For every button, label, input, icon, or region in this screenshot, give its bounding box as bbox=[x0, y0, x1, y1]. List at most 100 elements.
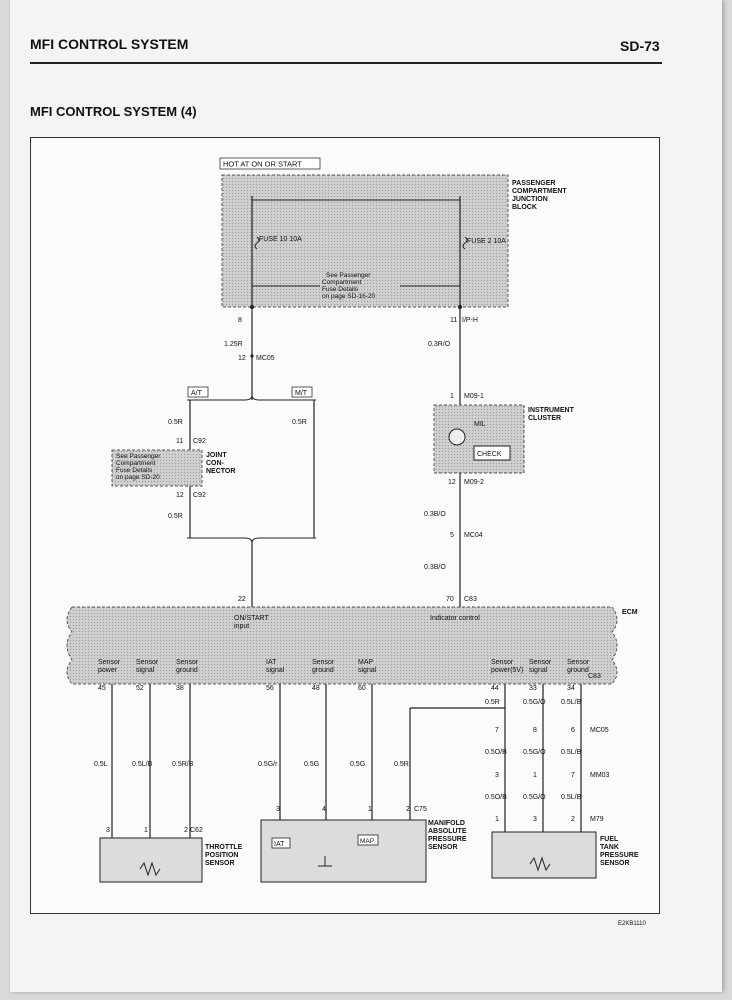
ecm-pin-label: MAP bbox=[358, 659, 374, 666]
conn-mc04: MC04 bbox=[464, 532, 483, 539]
tps-pin-number: 2 bbox=[184, 827, 188, 834]
joint-note-box bbox=[111, 449, 203, 487]
conn-m09-1: M09-1 bbox=[464, 393, 484, 400]
ftp-wire-label: 0.5G/O bbox=[523, 794, 546, 801]
ftp-pin-number: 8 bbox=[533, 727, 537, 734]
mil-lamp-icon bbox=[448, 428, 466, 446]
tps-sensor-box bbox=[99, 837, 203, 883]
ecm-pin-label: signal bbox=[266, 667, 285, 674]
map-wire-label: 0.5G/r bbox=[258, 761, 278, 768]
pin-mc05-left: 12 bbox=[238, 355, 246, 362]
map-pin-number: 3 bbox=[276, 806, 280, 813]
map-sensor-box bbox=[260, 819, 427, 883]
ftp-pin-number: 7 bbox=[571, 772, 575, 779]
wire-1-25r: 1.25R bbox=[224, 341, 243, 348]
conn-right-top: I/P-H bbox=[462, 317, 478, 324]
wire-0-3r-o: 0.3R/O bbox=[428, 341, 451, 348]
ftp-wire-label: 0.5G/O bbox=[523, 749, 546, 756]
fuse-right-label: FUSE 2 10A bbox=[467, 238, 506, 245]
map-wire-label: 0.5R bbox=[394, 761, 409, 768]
ecm-pin-number: 56 bbox=[266, 685, 274, 692]
conn-mc05-b: MC05 bbox=[590, 727, 609, 734]
diagram-title: MFI CONTROL SYSTEM (4) bbox=[30, 104, 197, 119]
ecm-pin-label: Sensor bbox=[491, 659, 514, 666]
ecm-pin-number: 33 bbox=[529, 685, 537, 692]
ecm-pin-label: power bbox=[98, 667, 118, 674]
pin-ecm-left: 22 bbox=[238, 596, 246, 603]
pin-c92-bot: 12 bbox=[176, 492, 184, 499]
conn-c83-b: C83 bbox=[588, 673, 601, 680]
ecm-pin-number: 48 bbox=[312, 685, 320, 692]
check-label: CHECK bbox=[477, 451, 502, 458]
ftp-pin-number: 1 bbox=[495, 816, 499, 823]
at-label: A/T bbox=[191, 390, 203, 397]
ftp-wire-label: 0.5L/B bbox=[561, 699, 582, 706]
ecm-pin-label: ground bbox=[312, 667, 334, 674]
instrument-cluster-box bbox=[433, 404, 525, 474]
ecm-pin-label: ground bbox=[176, 667, 198, 674]
ecm-pin-label: power(5V) bbox=[491, 667, 523, 674]
map-wire-label: 0.5G bbox=[350, 761, 365, 768]
indicator-control: Indicator control bbox=[430, 615, 480, 622]
conn-mc05-left: MC05 bbox=[256, 355, 275, 362]
conn-m09-2: M09-2 bbox=[464, 479, 484, 486]
conn-c75: C75 bbox=[414, 806, 427, 813]
ecm-pin-number: 44 bbox=[491, 685, 499, 692]
ftp-wire-label: 0.5R bbox=[485, 699, 500, 706]
conn-ecm-right: C83 bbox=[464, 596, 477, 603]
map-wire-label: 0.5G bbox=[304, 761, 319, 768]
conn-m79: M79 bbox=[590, 816, 604, 823]
ecm-pin-label: Sensor bbox=[567, 659, 590, 666]
ftp-sensor-box bbox=[491, 831, 597, 879]
wire-0-3b-o: 0.3B/O bbox=[424, 511, 446, 518]
section-title: MFI CONTROL SYSTEM bbox=[30, 36, 189, 52]
ftp-pin-number: 2 bbox=[571, 816, 575, 823]
ecm-pin-label: Sensor bbox=[136, 659, 159, 666]
ecm-pin-label: Sensor bbox=[176, 659, 199, 666]
tps-wire-label: 0.5R/B bbox=[172, 761, 194, 768]
mt-label: M/T bbox=[295, 390, 308, 397]
ecm-label: ECM bbox=[622, 609, 638, 616]
header-rule bbox=[30, 62, 662, 64]
ftp-pin-number: 1 bbox=[533, 772, 537, 779]
ftp-pin-number: 7 bbox=[495, 727, 499, 734]
ftp-wire-label: 0.5L/B bbox=[561, 794, 582, 801]
ftp-resistor-icon bbox=[529, 856, 551, 872]
wire-0-5r-c: 0.5R bbox=[168, 513, 183, 520]
conn-c92-bot: C92 bbox=[193, 492, 206, 499]
tps-pin-number: 3 bbox=[106, 827, 110, 834]
ftp-wire-label: 0.5O/B bbox=[485, 794, 507, 801]
conn-mm03: MM03 bbox=[590, 772, 610, 779]
power-label-box bbox=[219, 157, 321, 170]
ecm-pin-number: 38 bbox=[176, 685, 184, 692]
tps-pin-number: 1 bbox=[144, 827, 148, 834]
ecm-pin-label: IAT bbox=[266, 659, 277, 666]
ftp-wire-label: 0.5G/O bbox=[523, 699, 546, 706]
iat-box: IAT bbox=[274, 841, 285, 848]
tps-resistor-icon bbox=[139, 861, 161, 877]
ftp-pin-number: 6 bbox=[571, 727, 575, 734]
fuse-right-symbol bbox=[462, 236, 468, 250]
fuse-left-label: FUSE 10 10A bbox=[259, 236, 302, 243]
ftp-wire-label: 0.5O/B bbox=[485, 749, 507, 756]
map-pin-number: 1 bbox=[368, 806, 372, 813]
ecm-pin-number: 34 bbox=[567, 685, 575, 692]
ecm-pin-label: Sensor bbox=[98, 659, 121, 666]
wire-0-3b-o-2: 0.3B/O bbox=[424, 564, 446, 571]
ecm-pin-label: Sensor bbox=[312, 659, 335, 666]
ecm-block bbox=[66, 606, 618, 685]
map-box: MAP bbox=[360, 838, 374, 845]
ecm-pin-number: 60 bbox=[358, 685, 366, 692]
pin-right-top: 11 bbox=[450, 317, 457, 324]
ecm-pin-label: Sensor bbox=[529, 659, 552, 666]
